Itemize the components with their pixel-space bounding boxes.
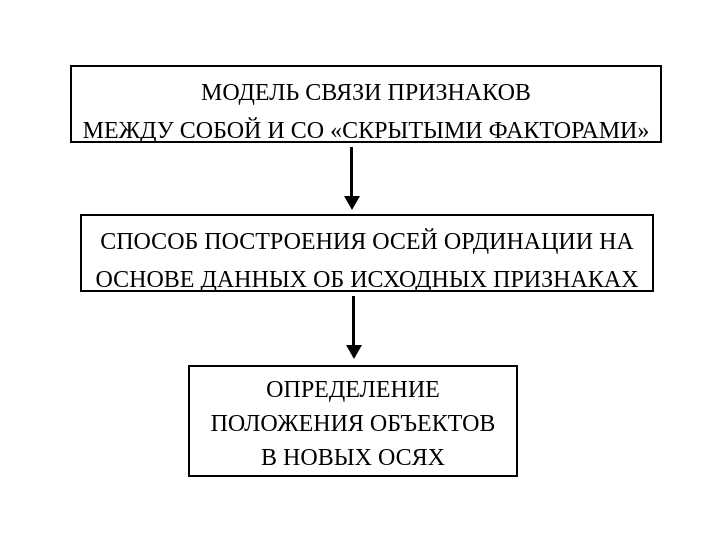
flow-box-object-positions-in-new-axes: ОПРЕДЕЛЕНИЕ ПОЛОЖЕНИЯ ОБЪЕКТОВ В НОВЫХ О… bbox=[188, 365, 518, 477]
flow-box-line: ПОЛОЖЕНИЯ ОБЪЕКТОВ bbox=[210, 411, 496, 437]
flow-box-line: СПОСОБ ПОСТРОЕНИЯ ОСЕЙ ОРДИНАЦИИ НА bbox=[100, 229, 634, 255]
arrow-shaft bbox=[350, 147, 353, 197]
flow-box-line: МЕЖДУ СОБОЙ И СО «СКРЫТЫМИ ФАКТОРАМИ» bbox=[82, 118, 650, 144]
flow-box-line: В НОВЫХ ОСЯХ bbox=[261, 445, 445, 471]
arrow-head-down-icon bbox=[346, 345, 362, 359]
flow-box-ordination-axes-method: СПОСОБ ПОСТРОЕНИЯ ОСЕЙ ОРДИНАЦИИ НА ОСНО… bbox=[80, 214, 654, 293]
arrow-shaft bbox=[352, 296, 355, 346]
flow-box-line: ОПРЕДЕЛЕНИЕ bbox=[266, 377, 440, 403]
flow-box-line: ОСНОВЕ ДАННЫХ ОБ ИСХОДНЫХ ПРИЗНАКАХ bbox=[95, 267, 639, 293]
flow-box-model-of-feature-links: МОДЕЛЬ СВЯЗИ ПРИЗНАКОВ МЕЖДУ СОБОЙ И СО … bbox=[70, 65, 662, 144]
flow-box-line: МОДЕЛЬ СВЯЗИ ПРИЗНАКОВ bbox=[201, 80, 531, 106]
arrow-head-down-icon bbox=[344, 196, 360, 210]
